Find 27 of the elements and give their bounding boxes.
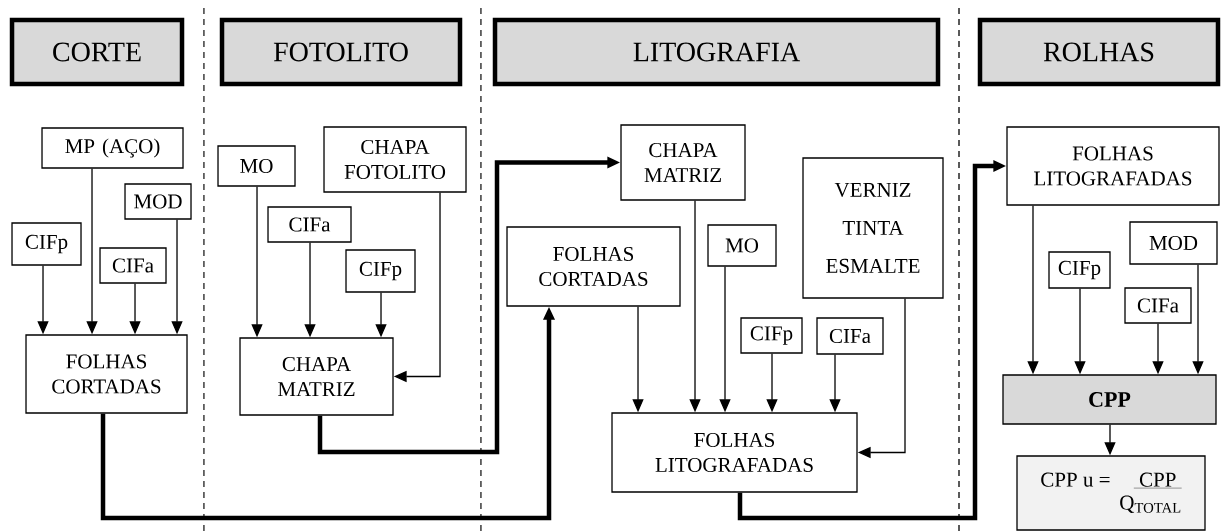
- process-box: CIFp: [11, 222, 82, 266]
- result-box: CPP: [1002, 374, 1217, 425]
- process-box: CIFa: [267, 206, 352, 243]
- process-box: MOD: [1129, 221, 1218, 265]
- process-box: CHAPA MATRIZ: [239, 337, 394, 416]
- process-box: MOD: [124, 183, 192, 220]
- process-box: FOLHAS LITOGRAFADAS: [611, 412, 858, 493]
- process-box: MO: [217, 145, 296, 187]
- process-box: FOLHAS LITOGRAFADAS: [1006, 126, 1220, 206]
- section-header: FOTOLITO: [219, 17, 463, 87]
- process-box: FOLHAS CORTADAS: [506, 226, 681, 307]
- process-box: CIFa: [99, 247, 167, 284]
- process-box: CIFa: [1124, 287, 1192, 324]
- section-header: ROLHAS: [977, 17, 1221, 87]
- process-box: CIFp: [345, 249, 416, 293]
- section-header: CORTE: [9, 17, 185, 87]
- section-header: LITOGRAFIA: [492, 17, 941, 87]
- formula-box: CPP u = CPP Q$_{TOTAL}$: [1016, 455, 1206, 531]
- process-box: FOLHAS CORTADAS: [25, 334, 188, 414]
- process-box: CHAPA MATRIZ: [620, 124, 746, 201]
- process-box: MO: [707, 224, 777, 267]
- process-box: MP (AÇO): [41, 127, 184, 169]
- process-box: CIFa: [816, 317, 884, 355]
- process-box: VERNIZ TINTA ESMALTE: [802, 157, 944, 299]
- process-box: CIFp: [740, 317, 803, 354]
- process-box: CIFp: [1048, 251, 1111, 289]
- process-box: CHAPA FOTOLITO: [323, 126, 467, 193]
